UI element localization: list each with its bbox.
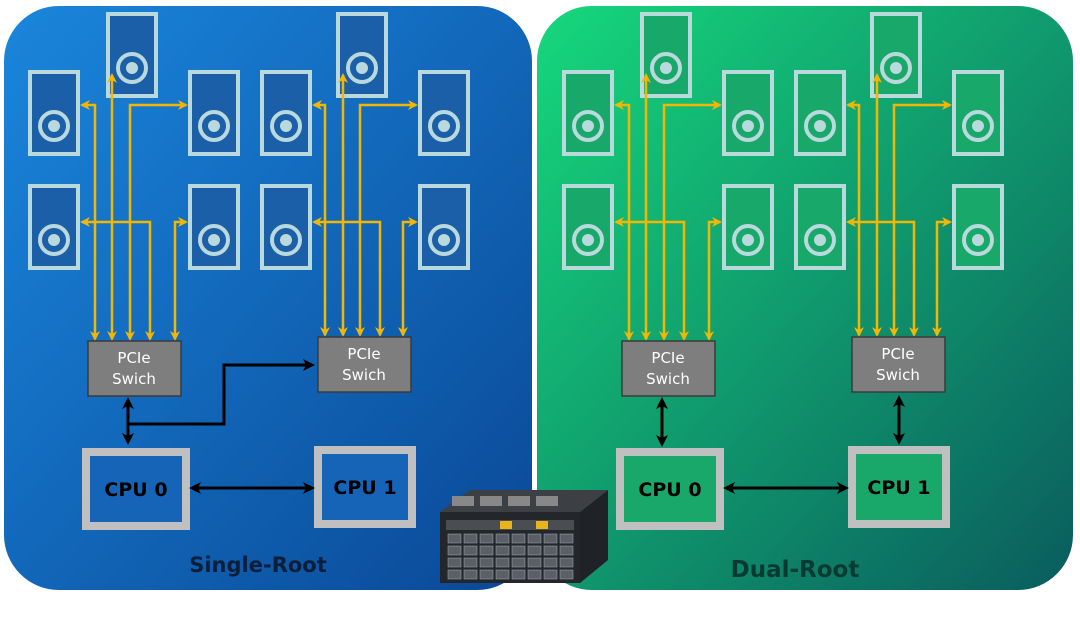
dual-gpu-link-0-4 bbox=[704, 217, 722, 341]
dual-root-title: Dual-Root bbox=[731, 557, 860, 583]
single-gpu-1-1 bbox=[336, 12, 388, 98]
server-chassis-icon bbox=[440, 490, 608, 583]
single-cpu-1: CPU 1 bbox=[314, 446, 416, 528]
single-gpu-1-4 bbox=[418, 184, 470, 270]
single-switch-label-line1: PCIe bbox=[347, 345, 380, 363]
single-gpu-link-1-4 bbox=[398, 217, 418, 337]
dual-switch-label-line2: Swich bbox=[646, 370, 690, 388]
dual-gpu-1-2 bbox=[952, 70, 1004, 156]
dual-gpu-link-0-3 bbox=[614, 217, 689, 341]
dual-switch-label-line2: Swich bbox=[876, 366, 920, 384]
dual-switch-label-line1: PCIe bbox=[651, 349, 684, 367]
dual-gpu-1-1 bbox=[870, 12, 922, 98]
single-switch-label-line1: PCIe bbox=[117, 349, 150, 367]
single-gpu-0-0 bbox=[28, 70, 80, 156]
single-gpu-link-1-3 bbox=[312, 217, 385, 337]
dual-gpu-0-1 bbox=[640, 12, 692, 98]
dual-gpu-link-1-3 bbox=[846, 217, 919, 337]
dual-gpu-1-0 bbox=[794, 70, 846, 156]
single-switch-label-line2: Swich bbox=[112, 370, 156, 388]
single-gpu-link-0-3 bbox=[80, 217, 155, 341]
dual-gpu-link-1-4 bbox=[932, 217, 952, 337]
single-gpu-1-3 bbox=[260, 184, 312, 270]
single-gpu-link-0-4 bbox=[170, 217, 188, 341]
single-switch-label-line2: Swich bbox=[342, 366, 386, 384]
single-gpu-0-1 bbox=[106, 12, 158, 98]
single-gpu-1-2 bbox=[418, 70, 470, 156]
single-cpu-1-label: CPU 1 bbox=[333, 477, 396, 499]
dual-cpu-0-label: CPU 0 bbox=[638, 479, 701, 501]
dual-gpu-1-3 bbox=[794, 184, 846, 270]
single-gpu-0-3 bbox=[28, 184, 80, 270]
single-root-title: Single-Root bbox=[189, 553, 327, 577]
single-cpu-0-label: CPU 0 bbox=[104, 479, 167, 501]
single-gpu-0-2 bbox=[188, 70, 240, 156]
dual-gpu-0-3 bbox=[562, 184, 614, 270]
single-cpu-0: CPU 0 bbox=[82, 448, 190, 530]
single-gpu-0-4 bbox=[188, 184, 240, 270]
dual-gpu-0-4 bbox=[722, 184, 774, 270]
dual-cpu-0: CPU 0 bbox=[616, 448, 724, 530]
dual-switch-label-line1: PCIe bbox=[881, 345, 914, 363]
dual-gpu-0-0 bbox=[562, 70, 614, 156]
dual-cpu-1: CPU 1 bbox=[848, 446, 950, 528]
single-cpu0-switch1-link bbox=[128, 359, 315, 426]
single-gpu-1-0 bbox=[260, 70, 312, 156]
dual-gpu-1-4 bbox=[952, 184, 1004, 270]
dual-cpu-1-label: CPU 1 bbox=[867, 477, 930, 499]
dual-gpu-0-2 bbox=[722, 70, 774, 156]
